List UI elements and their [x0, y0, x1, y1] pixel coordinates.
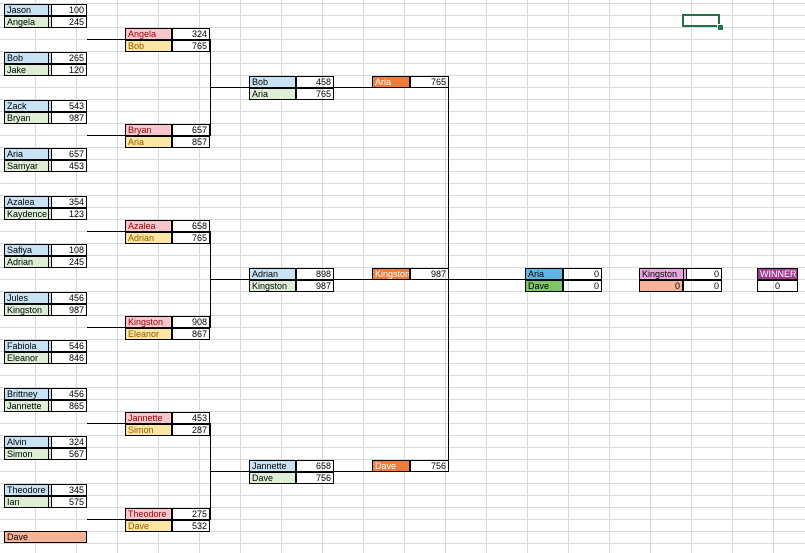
r2-m3-score-b[interactable]: 867 [171, 328, 210, 340]
r1-m6-player-b[interactable]: Kingston [4, 304, 52, 316]
r1-m9-score-a[interactable]: 324 [48, 436, 87, 448]
r2-m3-player-b[interactable]: Eleanor [125, 328, 173, 340]
r2-m1-player-a[interactable]: Bryan [125, 124, 173, 136]
r1-m7-score-a[interactable]: 546 [48, 340, 87, 352]
r1-m8-score-a[interactable]: 456 [48, 388, 87, 400]
r1-m3-player-a[interactable]: Aria [4, 148, 52, 160]
r2-m0-score-b[interactable]: 765 [171, 40, 210, 52]
r2-m4-score-a[interactable]: 453 [171, 412, 210, 424]
r3-m2-player-a[interactable]: Jannette [249, 460, 297, 472]
r4-slot2-player[interactable]: Dave [372, 460, 410, 472]
r3-m0-player-b[interactable]: Aria [249, 88, 297, 100]
r1-m10-player-a[interactable]: Theodore [4, 484, 52, 496]
r4-slot0-player[interactable]: Aria [372, 76, 410, 88]
r3-m0-player-a[interactable]: Bob [249, 76, 297, 88]
r1-m9-score-b[interactable]: 567 [48, 448, 87, 460]
final-player-b[interactable]: Dave [525, 280, 563, 292]
r2-m0-score-a[interactable]: 324 [171, 28, 210, 40]
r3-m1-score-b[interactable]: 987 [295, 280, 334, 292]
r1-m1-score-a[interactable]: 265 [48, 52, 87, 64]
r1-m8-player-a[interactable]: Brittney [4, 388, 52, 400]
final-player-a[interactable]: Aria [525, 268, 563, 280]
r1-m4-score-a[interactable]: 354 [48, 196, 87, 208]
r3-m2-player-b[interactable]: Dave [249, 472, 297, 484]
r1-m6-score-b[interactable]: 987 [48, 304, 87, 316]
r3-m1-score-a[interactable]: 898 [295, 268, 334, 280]
r1-m3-player-b[interactable]: Samyar [4, 160, 52, 172]
r1-m3-score-b[interactable]: 453 [48, 160, 87, 172]
r2-m5-score-a[interactable]: 275 [171, 508, 210, 520]
r3-m0-score-a[interactable]: 458 [295, 76, 334, 88]
r2-m0-player-b[interactable]: Bob [125, 40, 173, 52]
r2-m0-player-a[interactable]: Angela [125, 28, 173, 40]
champion-score-a[interactable]: 0 [683, 268, 722, 280]
r1-m5-score-a[interactable]: 108 [48, 244, 87, 256]
selected-cell[interactable] [682, 14, 720, 27]
r2-m2-player-b[interactable]: Adrian [125, 232, 173, 244]
r1-m7-player-a[interactable]: Fabiola [4, 340, 52, 352]
r2-m2-score-b[interactable]: 765 [171, 232, 210, 244]
r3-m0-score-b[interactable]: 765 [295, 88, 334, 100]
champion-score-b[interactable]: 0 [683, 280, 722, 292]
r1-m2-player-b[interactable]: Bryan [4, 112, 52, 124]
r1-m2-score-a[interactable]: 543 [48, 100, 87, 112]
r1-m4-player-a[interactable]: Azalea [4, 196, 52, 208]
r4-slot0-score[interactable]: 765 [410, 76, 449, 88]
r2-m4-player-a[interactable]: Jannette [125, 412, 173, 424]
r1-m4-score-b[interactable]: 123 [48, 208, 87, 220]
r1-m5-player-b[interactable]: Adrian [4, 256, 52, 268]
r2-m5-player-a[interactable]: Theodore [125, 508, 173, 520]
winner-score[interactable]: 0 [757, 280, 798, 292]
r1-m10-score-b[interactable]: 575 [48, 496, 87, 508]
final-score-b[interactable]: 0 [563, 280, 602, 292]
r3-m2-score-a[interactable]: 658 [295, 460, 334, 472]
r2-m3-score-a[interactable]: 908 [171, 316, 210, 328]
r2-m1-player-b[interactable]: Aria [125, 136, 173, 148]
r1-m9-player-b[interactable]: Simon [4, 448, 52, 460]
r1-m1-player-b[interactable]: Jake [4, 64, 52, 76]
r1-m7-score-b[interactable]: 846 [48, 352, 87, 364]
r1-m10-player-b[interactable]: Ian [4, 496, 52, 508]
r1-m9-player-a[interactable]: Alvin [4, 436, 52, 448]
r4-slot2-score[interactable]: 756 [410, 460, 449, 472]
r2-m2-player-a[interactable]: Azalea [125, 220, 173, 232]
r3-m1-player-a[interactable]: Adrian [249, 268, 297, 280]
r1-m2-score-b[interactable]: 987 [48, 112, 87, 124]
r2-m5-score-b[interactable]: 532 [171, 520, 210, 532]
fill-handle[interactable] [717, 24, 724, 31]
r2-m5-player-b[interactable]: Dave [125, 520, 173, 532]
r1-m0-score-a[interactable]: 100 [48, 4, 87, 16]
r1-m0-score-b[interactable]: 245 [48, 16, 87, 28]
r4-slot1-score[interactable]: 987 [410, 268, 449, 280]
r2-m1-score-b[interactable]: 857 [171, 136, 210, 148]
r1-m2-player-a[interactable]: Zack [4, 100, 52, 112]
r1-m0-player-a[interactable]: Jason [4, 4, 52, 16]
r1-m10-score-a[interactable]: 345 [48, 484, 87, 496]
r1-m3-score-a[interactable]: 657 [48, 148, 87, 160]
r2-m1-score-a[interactable]: 657 [171, 124, 210, 136]
champion-score-left[interactable]: 0 [639, 280, 683, 292]
r2-m2-score-a[interactable]: 658 [171, 220, 210, 232]
r1-m8-score-b[interactable]: 865 [48, 400, 87, 412]
r1-m4-player-b[interactable]: Kaydence [4, 208, 52, 220]
r1-m5-player-a[interactable]: Safiya [4, 244, 52, 256]
r2-m4-score-b[interactable]: 287 [171, 424, 210, 436]
r1-m7-player-b[interactable]: Eleanor [4, 352, 52, 364]
champion-player[interactable]: Kingston [639, 268, 687, 280]
r1-m1-score-b[interactable]: 120 [48, 64, 87, 76]
r2-m3-player-a[interactable]: Kingston [125, 316, 173, 328]
r2-m4-player-b[interactable]: Simon [125, 424, 173, 436]
r1-m5-score-b[interactable]: 245 [48, 256, 87, 268]
r3-m1-player-b[interactable]: Kingston [249, 280, 297, 292]
r1-bye-player[interactable]: Dave [4, 531, 87, 543]
r1-m8-player-b[interactable]: Jannette [4, 400, 52, 412]
r1-m6-score-a[interactable]: 456 [48, 292, 87, 304]
r1-m0-player-b[interactable]: Angela [4, 16, 52, 28]
r3-m2-score-b[interactable]: 756 [295, 472, 334, 484]
r1-m6-player-a[interactable]: Jules [4, 292, 52, 304]
final-score-a[interactable]: 0 [563, 268, 602, 280]
winner-label[interactable]: WINNER [757, 268, 798, 280]
r1-m1-player-a[interactable]: Bob [4, 52, 52, 64]
r4-slot1-player[interactable]: Kingston [372, 268, 410, 280]
